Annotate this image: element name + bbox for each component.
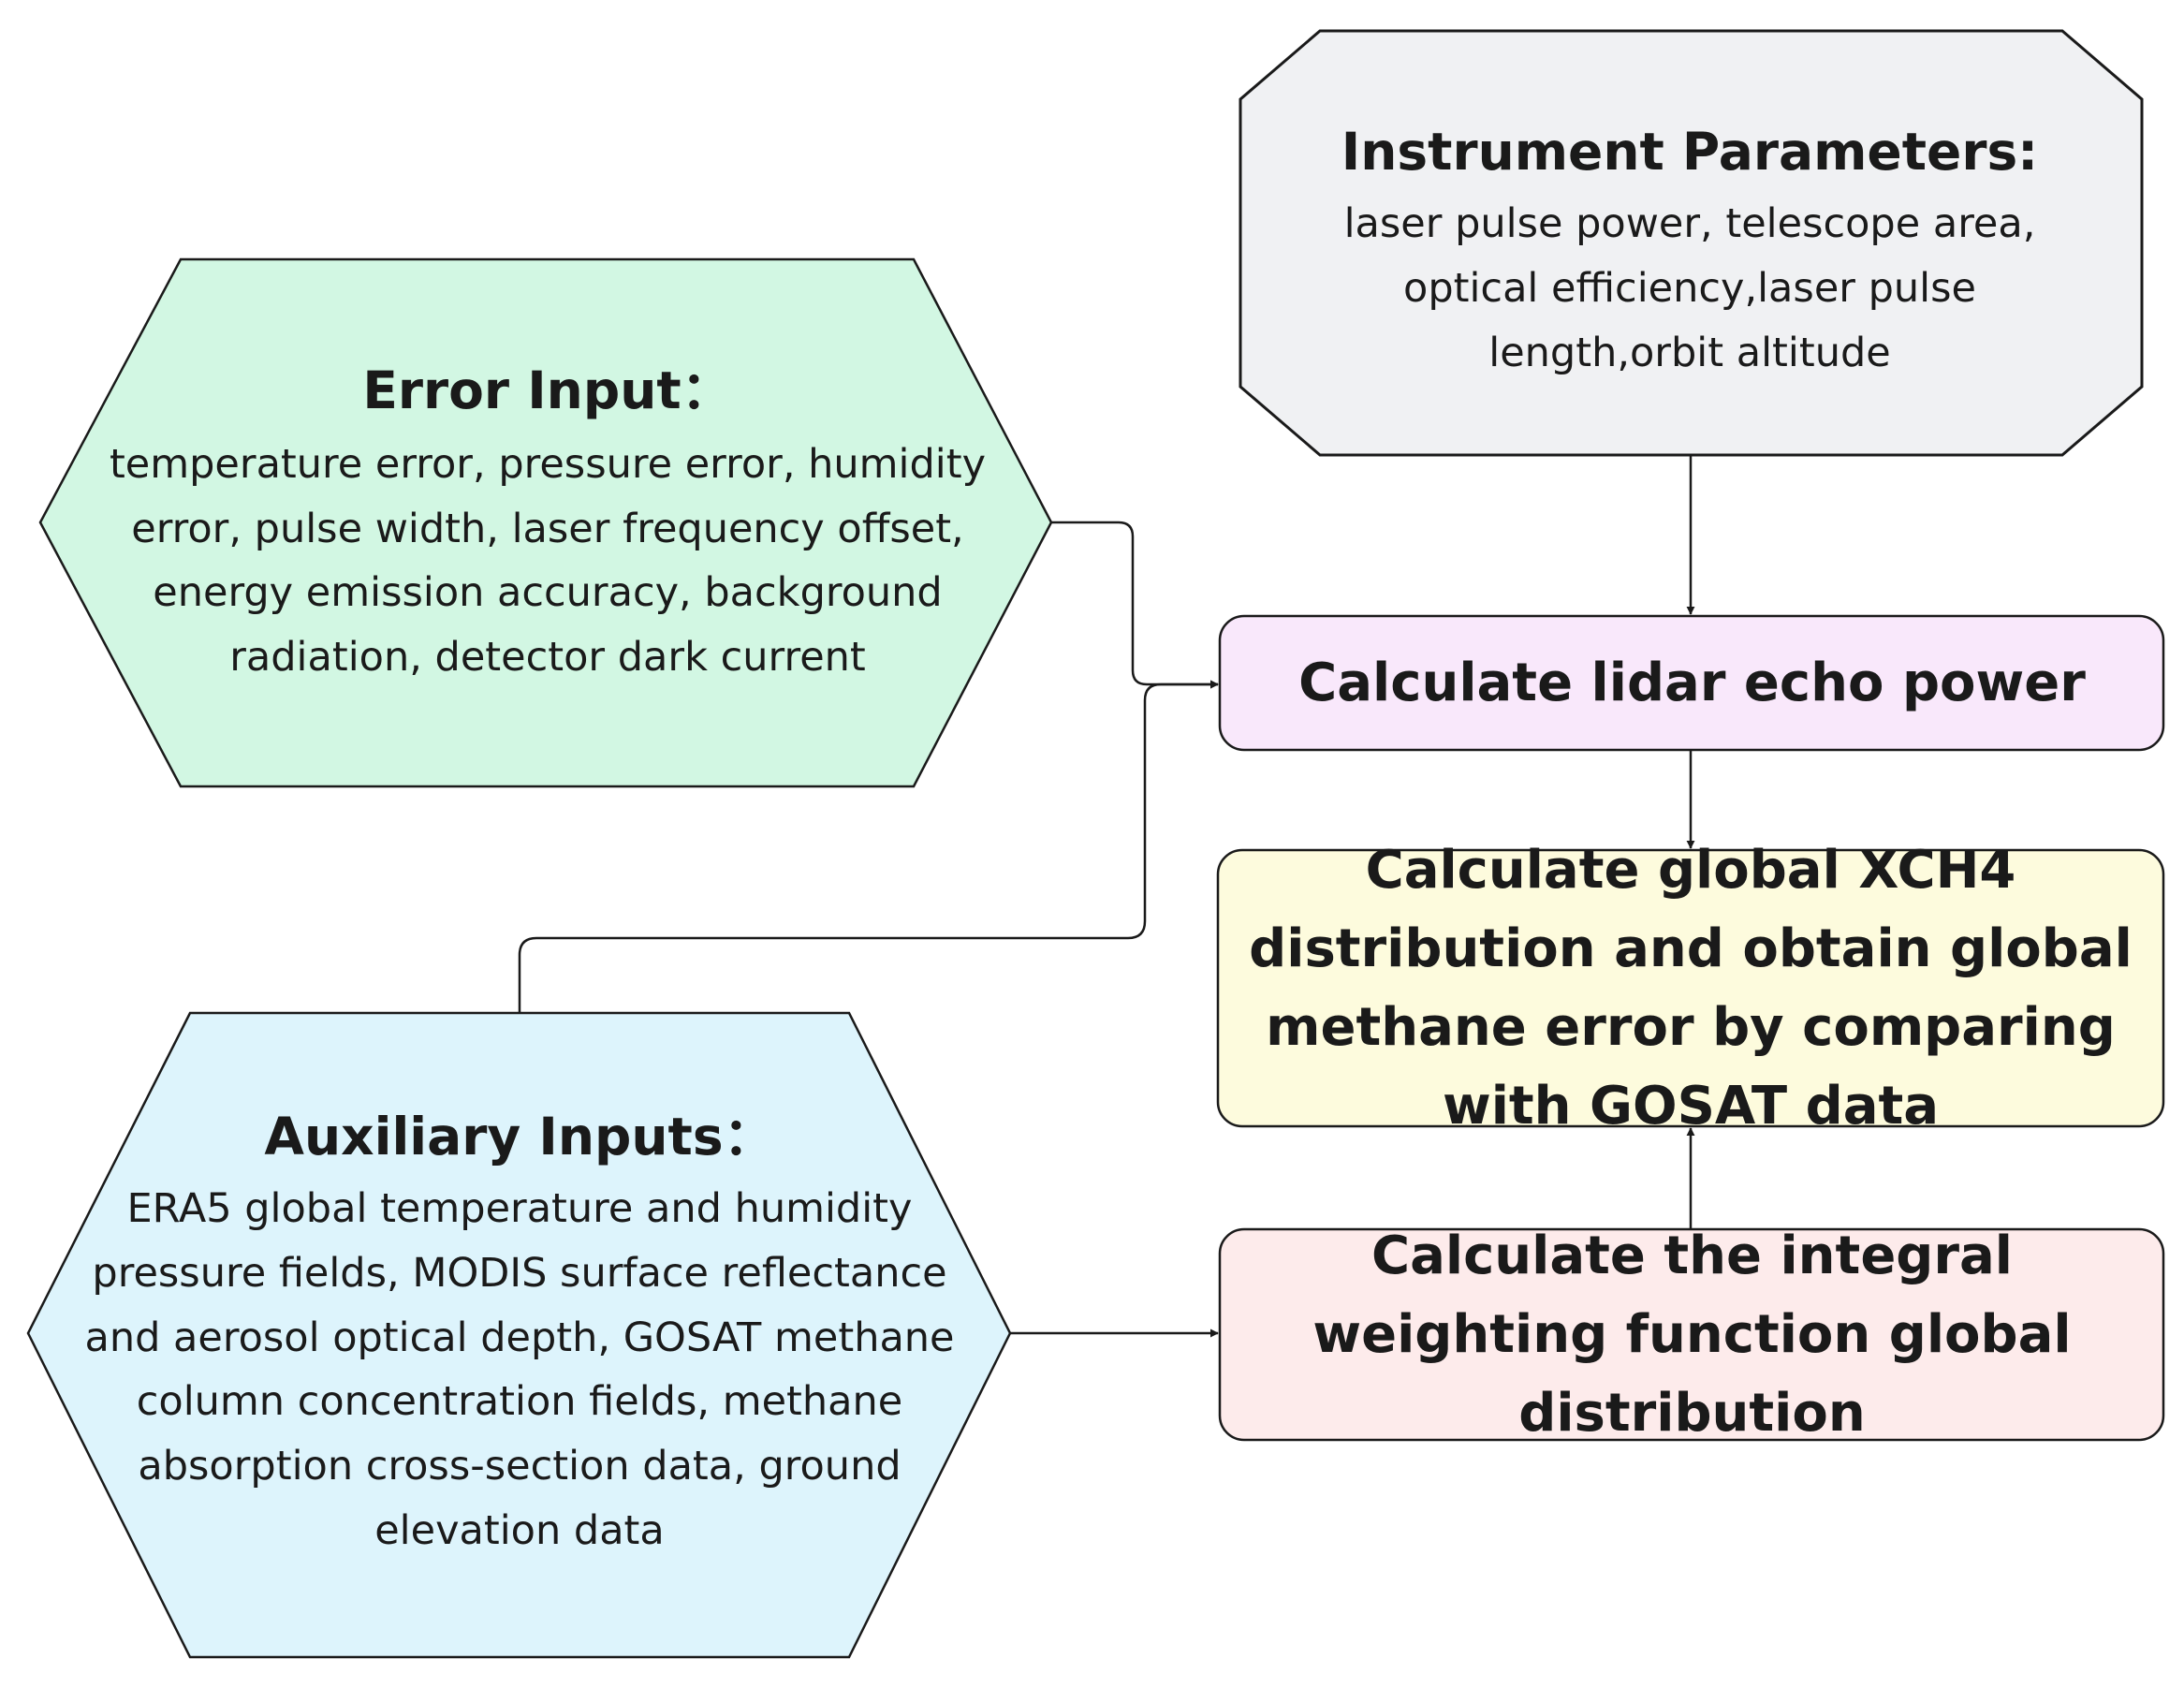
error-input-node: Error Input： temperature error, pressure… [84, 337, 1011, 712]
auxiliary-inputs-title: Auxiliary Inputs： [264, 1107, 775, 1167]
echo-power-node: Calculate lidar echo power [1236, 618, 2148, 749]
instrument-parameters-node: Instrument Parameters: laser pulse power… [1283, 103, 2097, 403]
error-input-title: Error Input： [362, 360, 733, 421]
instrument-parameters-title: Instrument Parameters: [1341, 122, 2039, 183]
xch4-shape [1216, 848, 2165, 1128]
instrument-parameters-body: laser pulse power, telescope area, optic… [1343, 200, 2036, 376]
connector-auxiliary-to-echo-power [518, 680, 1219, 1013]
weighting-label: Calculate the integral weighting functio… [1312, 1226, 2072, 1444]
auxiliary-inputs-node: Auxiliary Inputs： ERA5 global temperatur… [56, 1086, 983, 1582]
error-input-shape [38, 257, 1053, 788]
instrument-parameters-shape [1239, 29, 2144, 457]
auxiliary-inputs-shape [26, 1011, 1012, 1659]
auxiliary-inputs-body: ERA5 global temperature and humidity pre… [84, 1184, 955, 1554]
xch4-node: Calculate global XCH4 distribution and o… [1234, 840, 2147, 1137]
xch4-label: Calculate global XCH4 distribution and o… [1249, 840, 2133, 1137]
error-input-body: temperature error, pressure error, humid… [109, 440, 987, 682]
echo-power-label: Calculate lidar echo power [1298, 653, 2086, 713]
connector-error-input-to-echo-power [1051, 521, 1219, 689]
weighting-node: Calculate the integral weighting functio… [1236, 1226, 2148, 1444]
